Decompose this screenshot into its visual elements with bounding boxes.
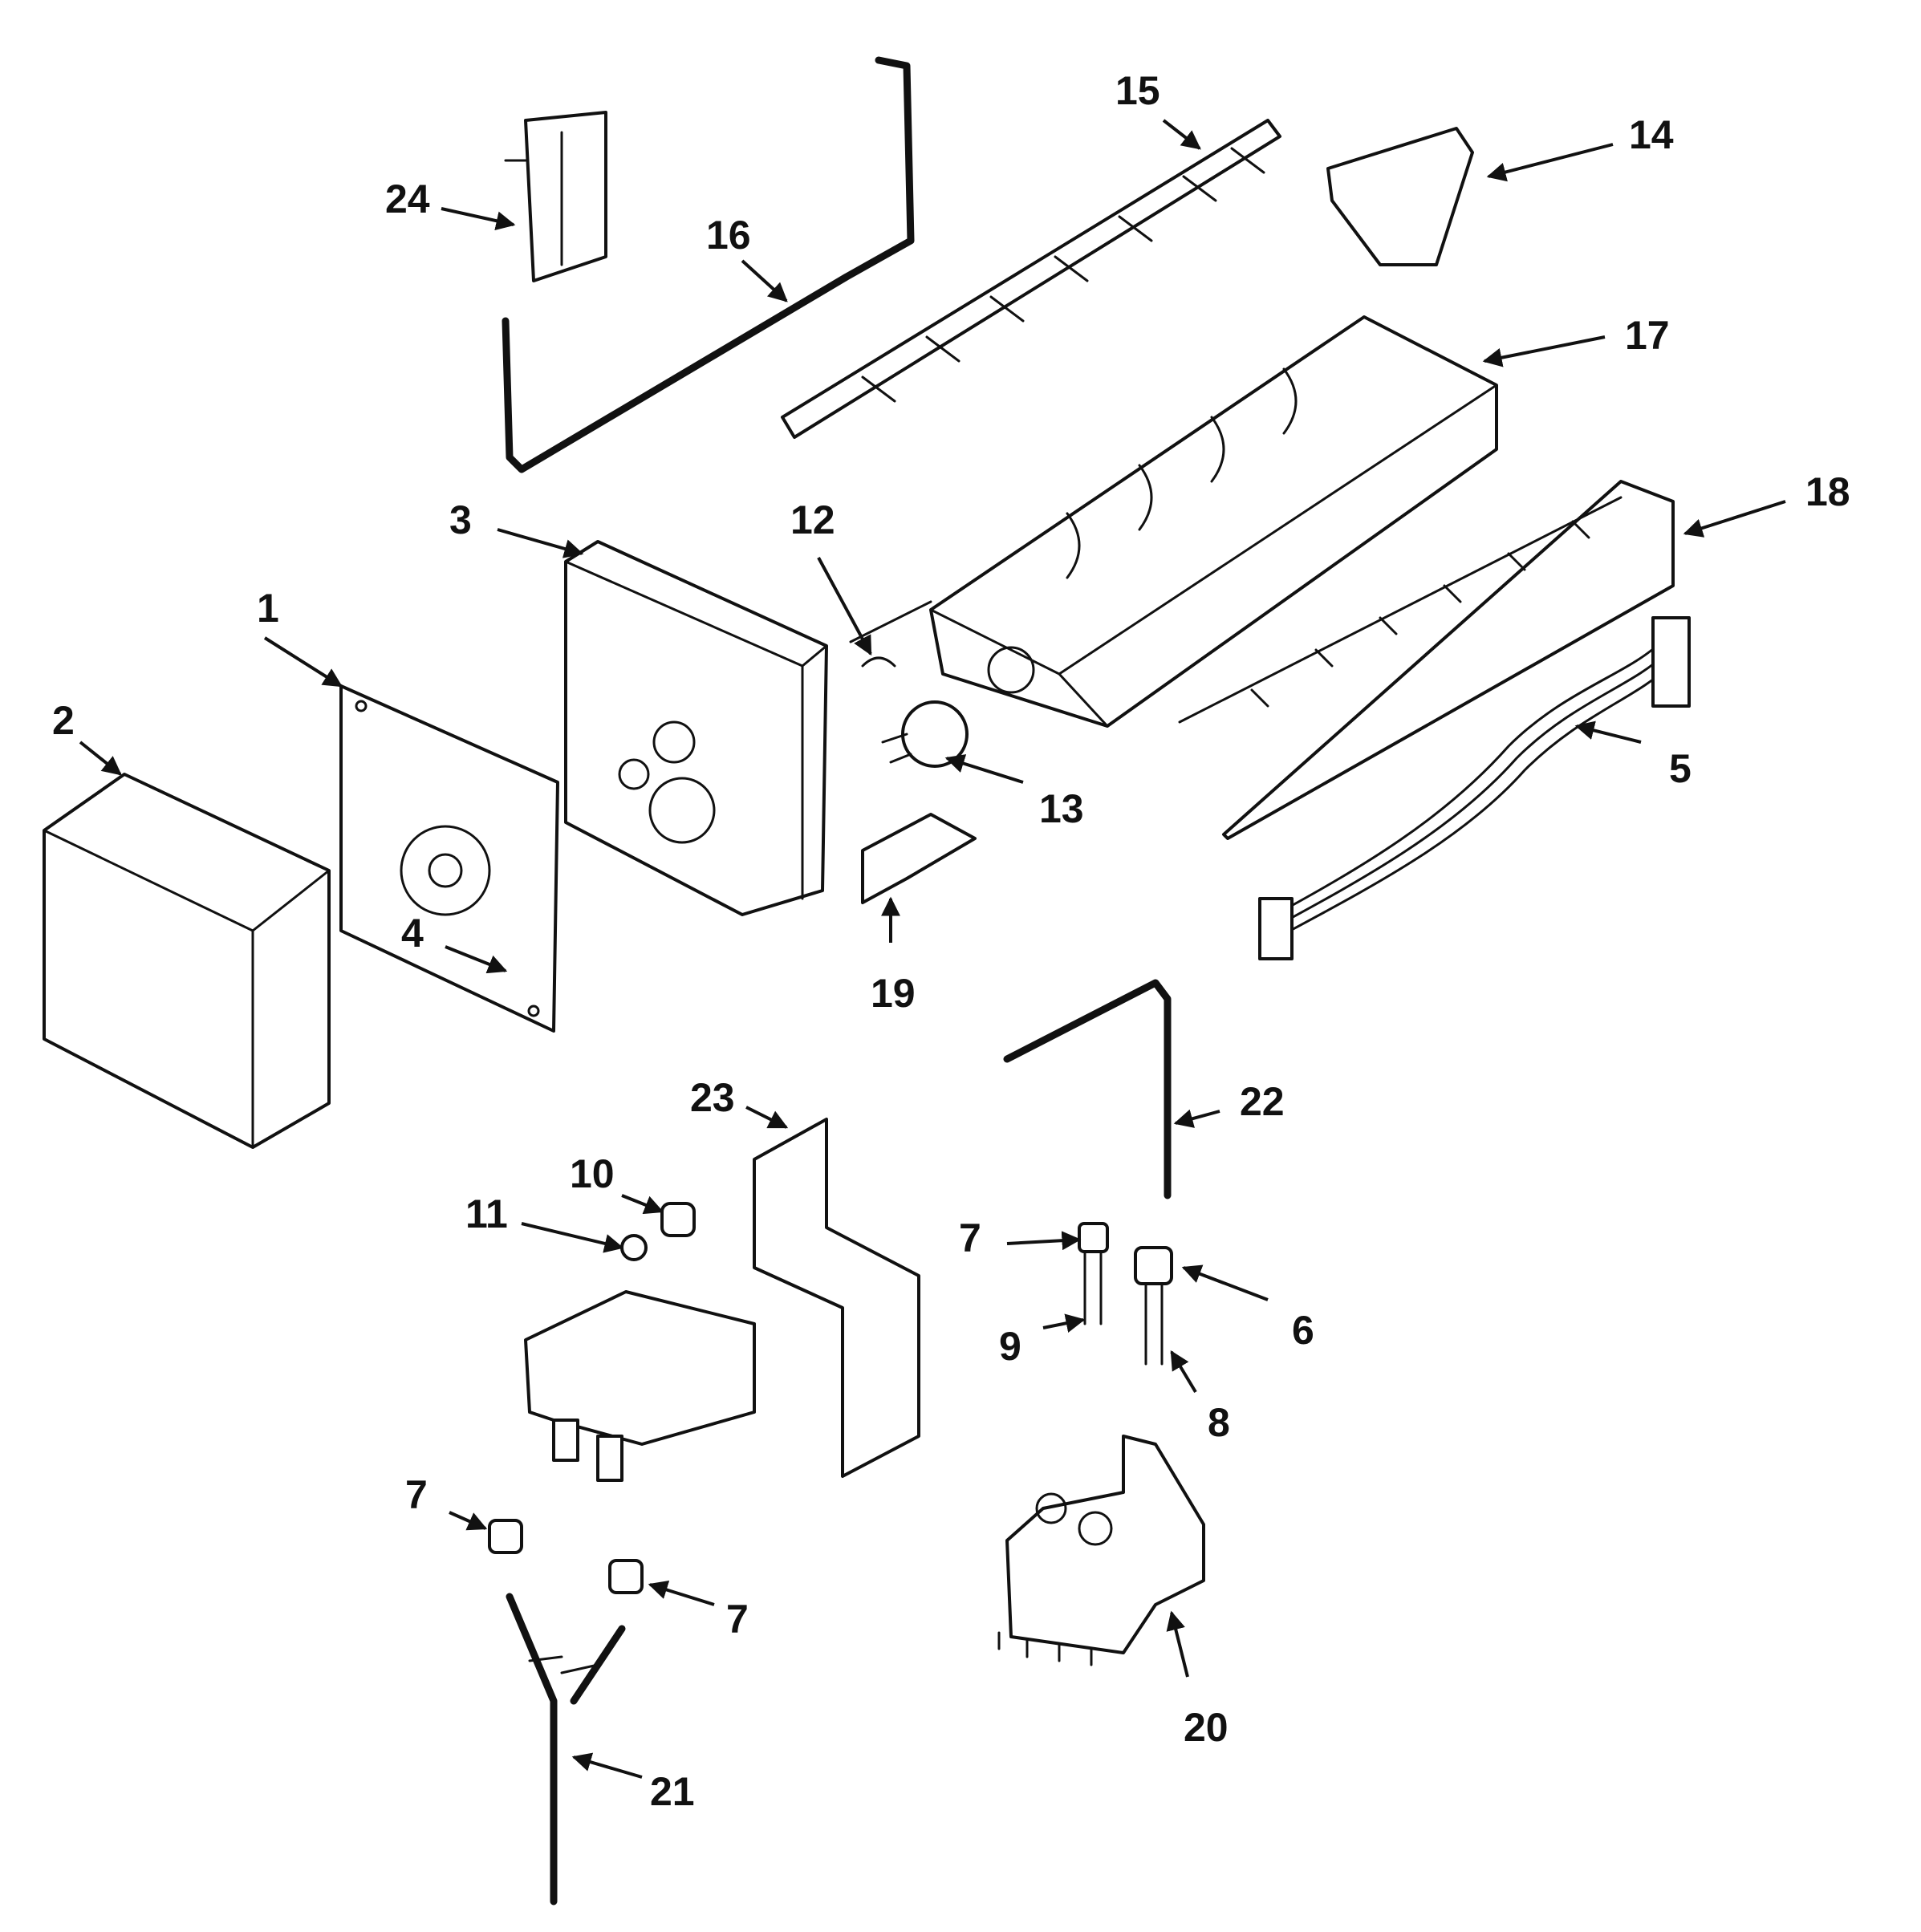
leader-8 <box>1170 1350 1197 1394</box>
callout-labels: 1 2 3 4 5 6 7 7 7 8 9 10 11 12 13 14 15 … <box>52 68 1850 1814</box>
part-19-shield <box>861 813 977 904</box>
callout-3: 3 <box>449 497 472 542</box>
part-8-tube <box>1144 1282 1164 1366</box>
leader-18 <box>1683 500 1786 538</box>
part-6-nut <box>1134 1246 1173 1285</box>
part-21-y-tube <box>506 1593 626 1906</box>
leader-2 <box>79 741 122 776</box>
leader-23 <box>745 1106 789 1129</box>
part-4-water-valve <box>524 1290 756 1482</box>
part-18-stripper <box>1178 480 1675 840</box>
leader-6 <box>1181 1264 1269 1301</box>
part-13-thermostat <box>881 700 969 768</box>
leader-arrows <box>79 119 1786 1779</box>
part-7-fitting-right <box>608 1559 644 1594</box>
callout-2: 2 <box>52 698 75 743</box>
leader-5 <box>1574 720 1642 744</box>
callout-19: 19 <box>871 971 916 1016</box>
leader-7b <box>449 1511 488 1531</box>
leader-9 <box>1042 1313 1086 1333</box>
callout-9: 9 <box>999 1324 1021 1369</box>
part-15-ejector <box>781 119 1281 439</box>
leader-7c <box>648 1580 715 1606</box>
callout-22: 22 <box>1240 1079 1285 1124</box>
callout-21: 21 <box>650 1769 695 1814</box>
leader-10 <box>621 1194 664 1215</box>
part-16-shutoff-arm <box>502 56 915 473</box>
part-12-clip <box>849 600 932 668</box>
callout-4: 4 <box>401 911 424 956</box>
part-9-tube <box>1083 1250 1103 1325</box>
callout-5: 5 <box>1669 746 1692 791</box>
leader-24 <box>441 207 516 231</box>
callout-11: 11 <box>465 1191 508 1236</box>
part-7-fitting-left <box>488 1519 523 1554</box>
callout-12: 12 <box>790 497 835 542</box>
callout-23: 23 <box>690 1075 735 1120</box>
leader-7a <box>1006 1231 1082 1251</box>
part-23-bracket <box>753 1118 920 1478</box>
leader-17 <box>1482 335 1606 367</box>
part-7-fitting-top <box>1078 1222 1109 1253</box>
part-10-nut <box>660 1202 696 1237</box>
callout-24: 24 <box>385 177 430 221</box>
leader-20 <box>1166 1610 1189 1678</box>
leader-1 <box>263 636 343 688</box>
part-5-wire-harness <box>1258 616 1691 960</box>
part-22-tube <box>1003 979 1172 1199</box>
callout-15: 15 <box>1115 68 1160 113</box>
callout-14: 14 <box>1629 112 1674 157</box>
part-17-mold <box>929 315 1498 728</box>
part-20-dual-valve <box>997 1435 1205 1666</box>
leader-3 <box>497 528 584 558</box>
part-1-gear-plate <box>339 684 559 1033</box>
callout-16: 16 <box>706 213 751 258</box>
leader-21 <box>571 1752 643 1779</box>
leader-16 <box>741 259 788 302</box>
leader-4 <box>445 945 508 974</box>
callout-7-left: 7 <box>405 1472 428 1517</box>
callout-10: 10 <box>570 1151 615 1196</box>
callout-7-top: 7 <box>959 1216 981 1260</box>
leader-15 <box>1162 119 1201 150</box>
leader-22 <box>1173 1109 1220 1128</box>
part-11-nut <box>620 1234 648 1261</box>
part-24-switch <box>504 111 607 282</box>
callout-13: 13 <box>1039 786 1084 831</box>
callout-17: 17 <box>1625 313 1670 358</box>
leader-14 <box>1486 143 1614 182</box>
leader-13 <box>944 754 1024 784</box>
leader-11 <box>521 1222 624 1253</box>
callout-1: 1 <box>257 586 279 631</box>
callout-7-right: 7 <box>726 1597 749 1642</box>
callout-18: 18 <box>1805 469 1850 514</box>
part-2-cover <box>43 773 331 1149</box>
callout-6: 6 <box>1292 1308 1314 1353</box>
part-14-bracket <box>1326 127 1474 266</box>
leader-12 <box>817 557 872 656</box>
part-3-housing <box>564 540 828 916</box>
callout-8: 8 <box>1208 1400 1230 1445</box>
callout-20: 20 <box>1184 1705 1229 1750</box>
